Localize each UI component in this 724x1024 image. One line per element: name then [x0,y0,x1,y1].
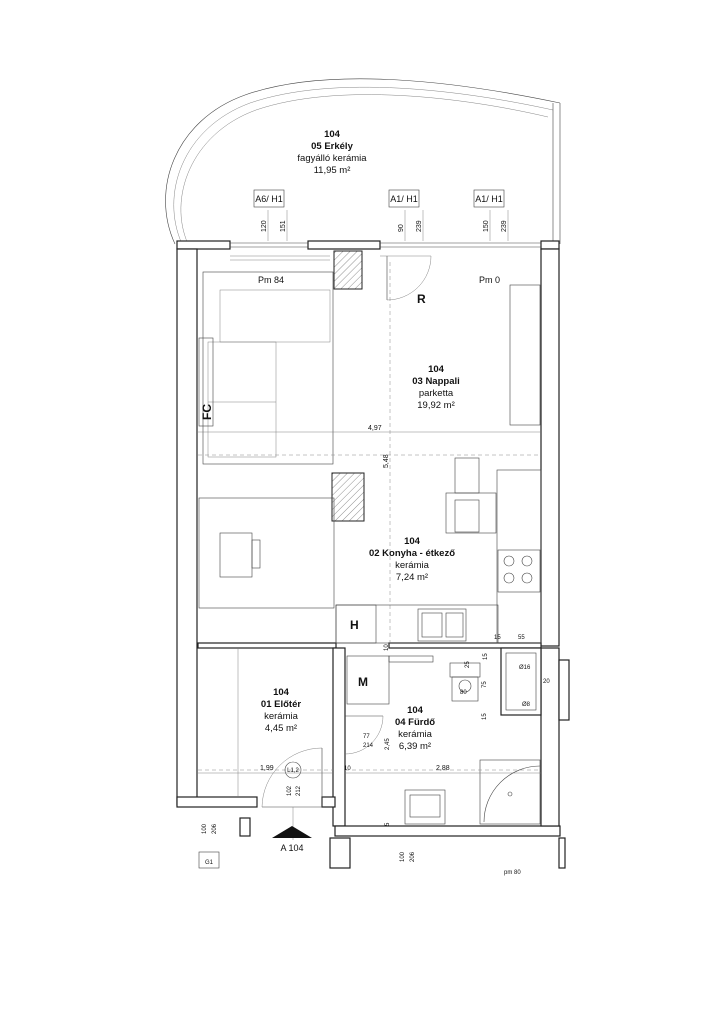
level-mark-pm84: Pm 84 [258,275,284,285]
window-tag-2: A1/ H1 [390,194,418,204]
room-material-balcony: fagyálló kerámia [297,153,367,164]
room-material-kitchen: kerámia [395,560,430,571]
room-number-bath: 104 [407,705,424,716]
dining-table [445,457,497,534]
dim-10a: 10 [384,644,390,651]
toilet [449,662,481,702]
window-dim-3b: 239 [501,220,508,232]
room-number-hall: 104 [273,687,290,698]
dim-15c: 15 [482,713,488,720]
kitchen-counter [335,469,542,644]
dim-15b: 15 [483,653,489,660]
window-dim-2b: 239 [416,220,423,232]
dim-245: 2,45 [385,738,391,750]
dim-living-depth: 5,48 [383,454,390,468]
balcony-door [380,255,432,301]
section-arrow [272,826,312,838]
radiator-symbol: R [417,292,426,306]
room-number-kitchen: 104 [404,536,421,547]
dim-phi8: Ø8 [522,702,531,708]
window-dim-1a: 120 [261,220,268,232]
dim-phi16: Ø16 [519,665,531,671]
room-area-living: 19,92 m² [417,400,455,411]
window-dim-2a: 90 [398,224,405,232]
dim-77: 77 [363,734,370,740]
dim-212: 212 [296,785,302,796]
room-name-balcony: 05 Erkély [311,141,353,152]
bath-door [344,715,384,755]
dim-sill-left-a: 100 [202,823,208,834]
window-tag-3: A1/ H1 [475,194,503,204]
room-name-living: 03 Nappali [412,376,460,387]
dim-sill-right-b: 206 [410,851,416,862]
dim-55: 55 [518,635,525,641]
grid-tag: G1 [205,860,214,866]
fan-coil-unit [198,337,214,427]
level-mark-pm80: pm 80 [504,870,521,876]
dim-bath-width: 2,88 [436,765,450,772]
dim-10b: 10 [344,766,351,772]
dim-80: 80 [460,690,467,696]
window-dimension-lines [267,210,509,241]
room-material-bath: kerámia [398,729,433,740]
room-area-bath: 6,39 m² [399,741,431,752]
entrance-door [261,747,323,808]
dim-hall-width: 1,99 [260,765,274,772]
window-tags [253,189,505,208]
section-mark-label: A 104 [280,843,303,853]
room-number-living: 104 [428,364,445,375]
fan-coil-symbol: FC [200,404,214,420]
room-name-kitchen: 02 Konyha - étkező [369,548,455,559]
window-tag-1: A6/ H1 [255,194,283,204]
room-number-balcony: 104 [324,129,341,140]
shower-tray [479,759,541,825]
dim-living-width: 4,97 [368,425,382,432]
room-area-kitchen: 7,24 m² [396,572,428,583]
room-area-balcony: 11,95 m² [314,165,351,176]
wardrobe-right [509,284,541,426]
room-name-bath: 04 Fürdő [395,717,435,728]
desk [198,497,335,609]
walls [176,240,570,869]
door-tag: L1,2 [287,768,299,774]
dim-102: 102 [287,785,293,796]
level-mark-pm0: Pm 0 [479,275,500,285]
room-area-hall: 4,45 m² [265,723,297,734]
washer-symbol: M [358,675,368,689]
dim-15a: 15 [494,635,501,641]
window-dim-3a: 150 [483,220,490,232]
windows [230,242,541,261]
dim-sill-right-a: 100 [400,851,406,862]
washing-machine [346,655,390,705]
fridge-symbol: H [350,618,359,632]
dim-5: 5 [385,822,391,826]
dim-25: 25 [465,661,471,668]
balcony-outline [165,78,561,245]
dim-sill-left-b: 206 [212,823,218,834]
window-dim-1b: 151 [280,220,287,232]
sofa [202,271,334,465]
column-hatched [333,250,363,290]
pillar-hatched [331,472,365,522]
room-name-hall: 01 Előtér [261,699,301,710]
washbasin [404,789,446,825]
dim-20: 20 [543,679,550,685]
dim-75: 75 [482,681,488,688]
room-material-hall: kerámia [264,711,299,722]
dim-214: 214 [363,743,374,749]
room-material-living: parketta [419,388,454,399]
